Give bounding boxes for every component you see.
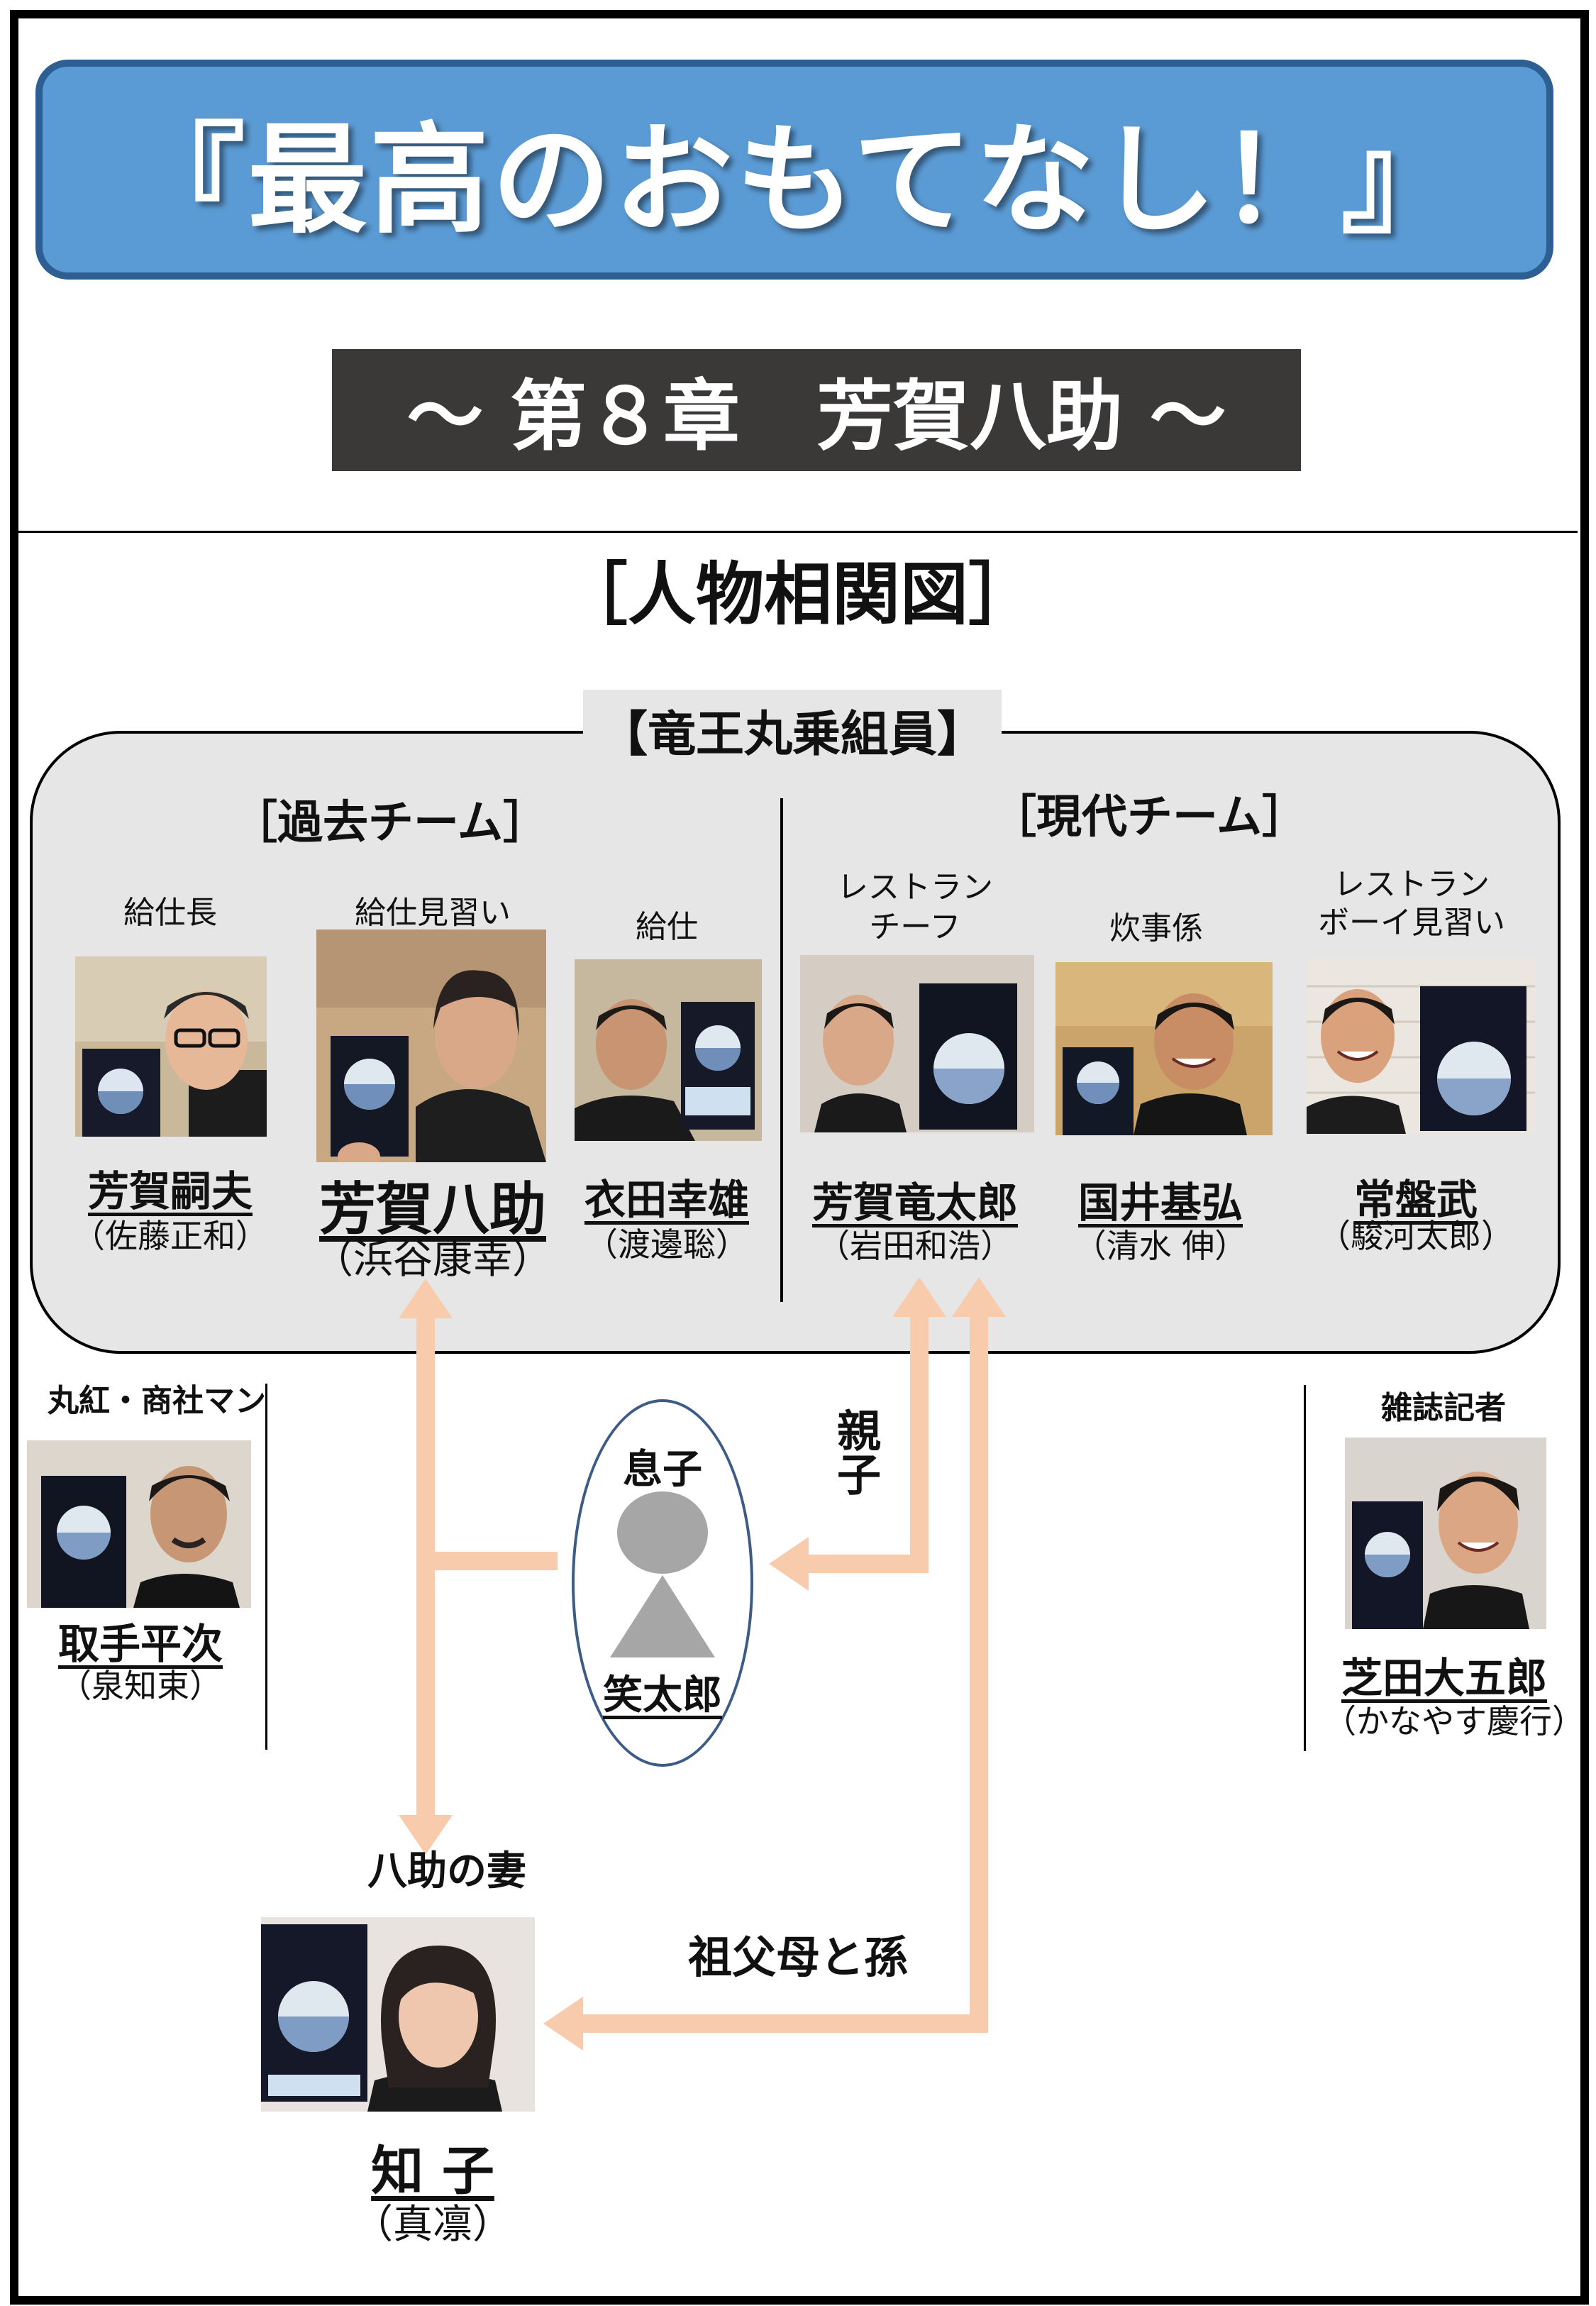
page-title: 『最高のおもてなし！』 xyxy=(126,109,1463,250)
actor-name: （渡邊聡） xyxy=(585,1225,748,1264)
role-label: 給仕 xyxy=(636,909,698,945)
side-divider xyxy=(1304,1385,1306,1751)
portrait-photo xyxy=(27,1440,251,1608)
role-label: レストラン xyxy=(837,869,993,905)
page-frame xyxy=(10,10,1589,2305)
role-label: ボーイ見習い xyxy=(1318,905,1505,941)
portrait-photo xyxy=(75,956,267,1137)
past-team-title: ［過去チーム］ xyxy=(231,796,549,849)
horizontal-divider xyxy=(18,531,1578,533)
portrait-image xyxy=(1345,1438,1546,1629)
current-team-title: ［現代チーム］ xyxy=(990,790,1308,844)
role-label: レストラン xyxy=(1334,866,1490,903)
crew-panel xyxy=(30,731,1561,1354)
actor-name: （かなやす慶行） xyxy=(1324,1702,1585,1740)
character-name: 衣田幸雄 xyxy=(584,1176,749,1224)
actor-name: （清水 伸） xyxy=(1073,1227,1248,1265)
character-name: 取手平次 xyxy=(57,1620,223,1668)
character-name: 常盤武 xyxy=(1353,1176,1478,1224)
character-name: 国井基弘 xyxy=(1077,1179,1243,1227)
role-label: 炊事係 xyxy=(1109,910,1203,947)
actor-name: （岩田和浩） xyxy=(817,1227,1013,1265)
portrait-photo xyxy=(316,929,546,1162)
diagram-title: ［人物相関図］ xyxy=(560,554,1036,634)
wife-name: 知 子 xyxy=(371,2141,494,2202)
actor-name: （佐藤正和） xyxy=(72,1217,268,1255)
portrait-photo xyxy=(575,959,762,1141)
chapter-heading: ～ 第８章 芳賀八助 ～ xyxy=(332,349,1301,471)
title-banner: 『最高のおもてなし！』 xyxy=(35,60,1553,280)
son-role: 息子 xyxy=(623,1446,702,1493)
portrait-photo xyxy=(1055,962,1273,1135)
portrait-image xyxy=(1055,962,1273,1135)
actor-name: （泉知束） xyxy=(59,1667,222,1705)
role-label: 雑誌記者 xyxy=(1381,1390,1506,1426)
portrait-photo xyxy=(261,1917,535,2112)
role-label: 給仕長 xyxy=(123,895,217,931)
wife-actor: （真凛） xyxy=(353,2202,512,2248)
role-label: 給仕見習い xyxy=(355,895,511,931)
silhouette-icon xyxy=(610,1491,715,1657)
portrait-image xyxy=(1307,958,1535,1134)
portrait-image xyxy=(575,959,762,1141)
character-name: 芳賀竜太郎 xyxy=(811,1179,1018,1227)
portrait-image xyxy=(27,1440,251,1608)
actor-name: （駿河太郎） xyxy=(1318,1217,1514,1255)
crew-panel-title: 【竜王丸乗組員】 xyxy=(583,690,1002,769)
portrait-photo xyxy=(800,955,1034,1132)
portrait-photo xyxy=(1307,958,1535,1134)
actor-name: （浜谷康幸） xyxy=(314,1237,552,1283)
team-divider xyxy=(780,798,783,1302)
chapter-title: ～ 第８章 芳賀八助 ～ xyxy=(406,372,1226,461)
side-divider xyxy=(265,1384,267,1750)
role-label: 丸紅・商社マン xyxy=(48,1383,266,1419)
portrait-image xyxy=(316,929,546,1162)
son-name: 笑太郎 xyxy=(603,1672,722,1719)
character-name: 芝田大五郎 xyxy=(1341,1654,1547,1702)
wife-role: 八助の妻 xyxy=(367,1848,526,1894)
character-name: 芳賀八助 xyxy=(319,1176,546,1242)
portrait-image xyxy=(800,955,1034,1132)
parent-child-label: 親子 xyxy=(829,1408,881,1496)
role-label: チーフ xyxy=(869,909,961,945)
portrait-image xyxy=(261,1917,535,2112)
character-name: 芳賀嗣夫 xyxy=(87,1167,253,1215)
portrait-photo xyxy=(1345,1438,1546,1629)
grandparent-label: 祖父母と孫 xyxy=(688,1931,909,1983)
portrait-image xyxy=(75,956,267,1137)
